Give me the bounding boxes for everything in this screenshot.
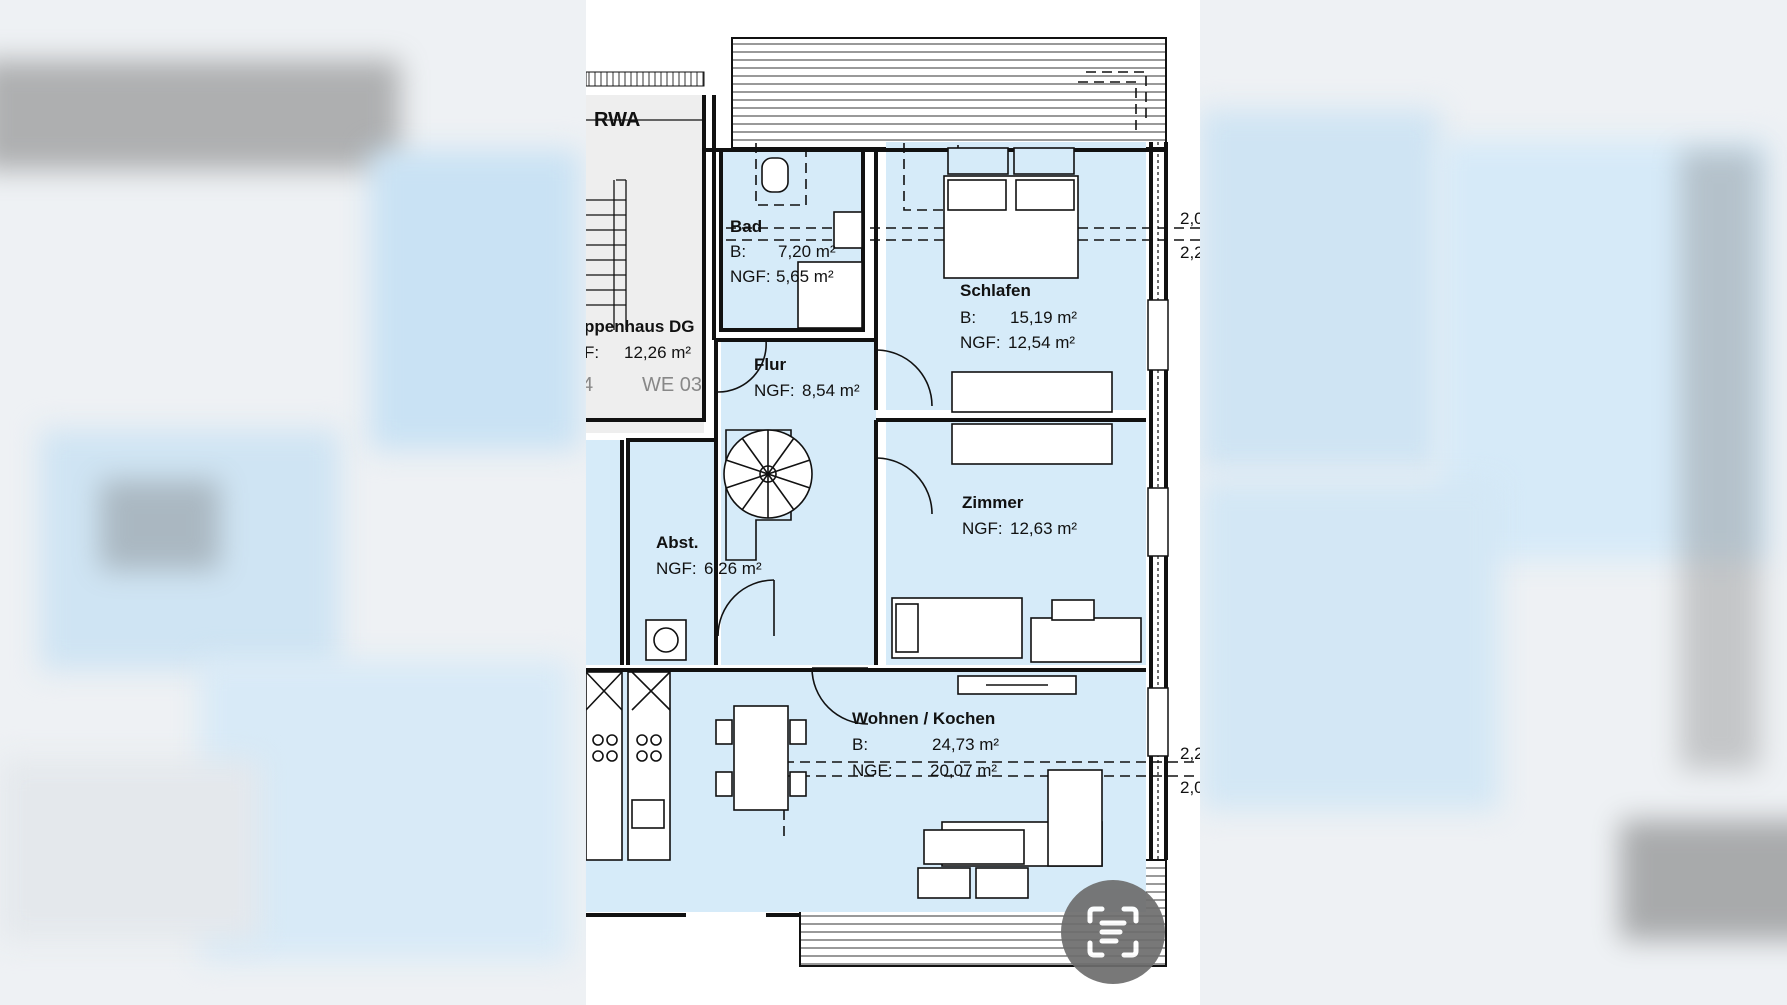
- blurred-background-left: [0, 0, 586, 1005]
- label-abst-ngf: NGF:: [656, 559, 697, 578]
- label-schlafen: Schlafen: [960, 281, 1031, 300]
- value-flur-ngf: 8,54 m²: [802, 381, 860, 400]
- label-unit-partial: 4: [586, 374, 594, 396]
- kitchen-counter: [627, 671, 671, 861]
- label-zimmer: Zimmer: [962, 493, 1024, 512]
- label-rwa: RWA: [594, 109, 641, 131]
- height-mark-3: 2,2: [1180, 744, 1200, 763]
- value-schlafen-b: 15,19 m²: [1010, 308, 1078, 327]
- google-lens-scan-icon: [1087, 906, 1139, 958]
- sink: [833, 211, 863, 249]
- height-mark-1: 2,0: [1180, 209, 1200, 228]
- value-wohnen-b: 24,73 m²: [932, 735, 1000, 754]
- height-mark-4: 2,0: [1180, 778, 1200, 797]
- label-flur: Flur: [754, 355, 787, 374]
- label-unit: WE 03: [642, 374, 703, 396]
- label-bad: Bad: [730, 217, 763, 236]
- value-treppenhaus: 12,26 m²: [624, 343, 692, 362]
- toilet: [761, 157, 789, 193]
- value-bad-b: 7,20 m²: [778, 242, 836, 261]
- floor-plan-image: RWA Bad B: 7,20 m² NGF: 5,65 m² Schlafen…: [586, 0, 1200, 1005]
- lens-scan-button[interactable]: [1061, 880, 1165, 984]
- value-zimmer-ngf: 12,63 m²: [1010, 519, 1078, 538]
- shower: [797, 261, 863, 329]
- label-wohnen: Wohnen / Kochen: [852, 709, 996, 728]
- value-wohnen-ngf: 20,07 m²: [930, 761, 998, 780]
- spiral-staircase: [723, 429, 813, 561]
- label-flur-ngf: NGF:: [754, 381, 795, 400]
- dining-table: [733, 705, 789, 811]
- wardrobe-schlafen: [951, 371, 1113, 413]
- label-bad-b: B:: [730, 242, 747, 261]
- label-treppenhaus-f: F:: [586, 343, 600, 362]
- label-schlafen-ngf: NGF:: [960, 333, 1001, 352]
- label-bad-ngf: NGF:: [730, 267, 771, 286]
- balcony-top: [731, 37, 1167, 149]
- label-wohnen-b: B:: [852, 735, 869, 754]
- value-abst-ngf: 6,26 m²: [704, 559, 762, 578]
- value-bad-ngf: 5,65 m²: [776, 267, 834, 286]
- height-mark-2: 2,2: [1180, 243, 1200, 262]
- blurred-background-right: [1200, 0, 1787, 1005]
- floor-plan-drawing: [586, 37, 1200, 967]
- stairwell-area: [586, 95, 704, 433]
- label-zimmer-ngf: NGF:: [962, 519, 1003, 538]
- wardrobe-zimmer: [951, 423, 1113, 465]
- label-treppenhaus: ppenhaus DG: [586, 317, 695, 336]
- label-wohnen-ngf: NGF:: [852, 761, 893, 780]
- label-abst: Abst.: [656, 533, 699, 552]
- label-schlafen-b: B:: [960, 308, 977, 327]
- value-schlafen-ngf: 12,54 m²: [1008, 333, 1076, 352]
- desk: [1030, 617, 1142, 663]
